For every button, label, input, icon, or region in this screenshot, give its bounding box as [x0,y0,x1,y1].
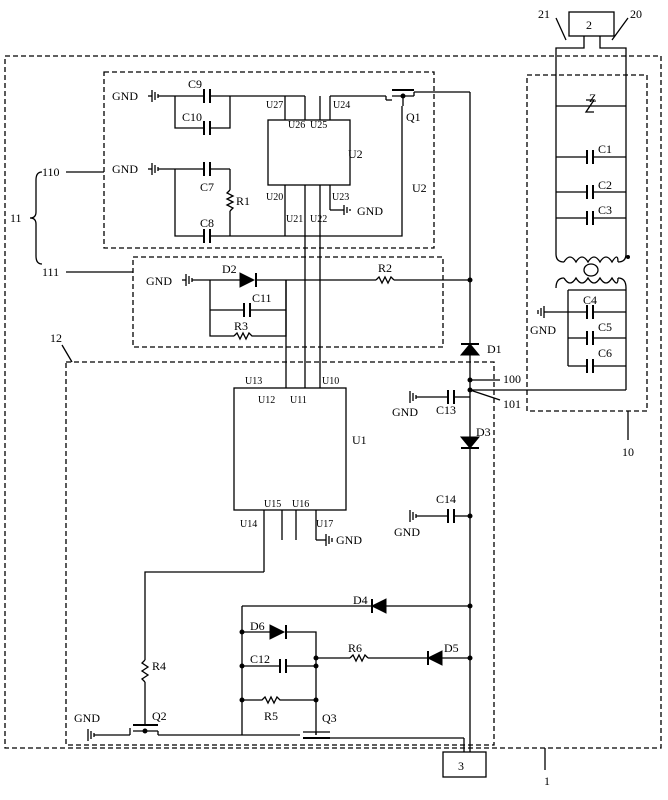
label-q2: Q2 [152,709,167,723]
label-gnd-d2: GND [146,274,172,288]
label-101: 101 [503,397,521,411]
block-110 [103,71,435,249]
label-21: 21 [538,7,550,21]
pin-u22: U22 [310,214,327,225]
leader-12 [61,344,73,363]
pin-u23: U23 [332,192,349,203]
label-r4: R4 [152,659,166,673]
label-q3: Q3 [322,711,337,725]
label-gnd-c13: GND [392,405,418,419]
label-gnd-u23: GND [357,204,383,218]
label-100: 100 [503,372,521,386]
label-c1: C1 [598,142,612,156]
label-20: 20 [630,7,642,21]
zener-z-symbol [584,99,596,113]
box-3 [442,751,487,778]
pin-u21: U21 [286,214,303,225]
label-d6: D6 [250,619,265,633]
pin-u26: U26 [288,120,305,131]
label-c7: C7 [200,180,214,194]
pin-u27: U27 [266,100,283,111]
label-r1: R1 [236,194,250,208]
chip-u1 [233,387,347,572]
pin-u10: U10 [322,376,339,387]
label-c9: C9 [188,77,202,91]
label-r5: R5 [264,709,278,723]
label-c12: C12 [250,652,270,666]
lower-network [239,598,473,752]
label-gnd-u17: GND [336,533,362,547]
label-c13: C13 [436,403,456,417]
block-12 [65,361,495,746]
label-d3: D3 [476,425,491,439]
box-2 [568,11,615,37]
label-gnd-c9: GND [112,89,138,103]
label-r6: R6 [348,641,362,655]
label-c5: C5 [598,320,612,334]
label-c8: C8 [200,216,214,230]
pin-u11: U11 [290,395,307,406]
block-111 [132,256,444,348]
pin-u12: U12 [258,395,275,406]
label-c2: C2 [598,178,612,192]
pin-u17: U17 [316,519,333,530]
label-10: 10 [622,445,634,459]
pin-u15: U15 [264,499,281,510]
label-u1: U1 [352,433,367,447]
label-u2: U2 [348,147,363,161]
label-c6: C6 [598,346,612,360]
diode-d1 [459,343,481,356]
brace-11 [29,171,43,265]
label-gnd-c4: GND [530,323,556,337]
label-c4: C4 [583,293,597,307]
block-10-wiring [470,36,630,391]
label-r3: R3 [234,319,248,333]
label-d2: D2 [222,262,237,276]
pin-u25: U25 [310,120,327,131]
label-q1: Q1 [406,110,421,124]
label-12: 12 [50,331,62,345]
label-u2-wire: U2 [412,181,427,195]
outer-boundary-1 [4,55,662,749]
label-gnd-c14: GND [394,525,420,539]
pin-u16: U16 [292,499,309,510]
label-111: 111 [42,265,59,279]
pin-u24: U24 [333,100,350,111]
cap-c13 [409,390,470,404]
pin-u13: U13 [245,376,262,387]
label-gnd-q2: GND [74,711,100,725]
label-c3: C3 [598,203,612,217]
label-box-2: 2 [586,18,592,32]
label-1: 1 [544,774,550,788]
label-11: 11 [10,211,22,225]
cap-c14 [409,509,473,523]
label-box-3: 3 [458,759,464,773]
label-c11: C11 [252,291,272,305]
q2-chain [87,571,300,741]
label-d5: D5 [444,641,459,655]
label-r2: R2 [378,261,392,275]
label-d4: D4 [353,593,368,607]
label-d1: D1 [487,342,502,356]
diode-d3 [459,436,481,449]
block-10 [526,74,648,412]
block-110-wiring [148,89,470,243]
leader-20 [611,17,629,41]
label-c14: C14 [436,492,456,506]
block-111-wiring [182,236,470,388]
label-110: 110 [42,165,60,179]
label-c10: C10 [182,110,202,124]
pin-u14: U14 [240,519,257,530]
label-z: Z [589,91,596,105]
leader-21 [555,17,567,41]
label-gnd-c7: GND [112,162,138,176]
pin-u20: U20 [266,192,283,203]
